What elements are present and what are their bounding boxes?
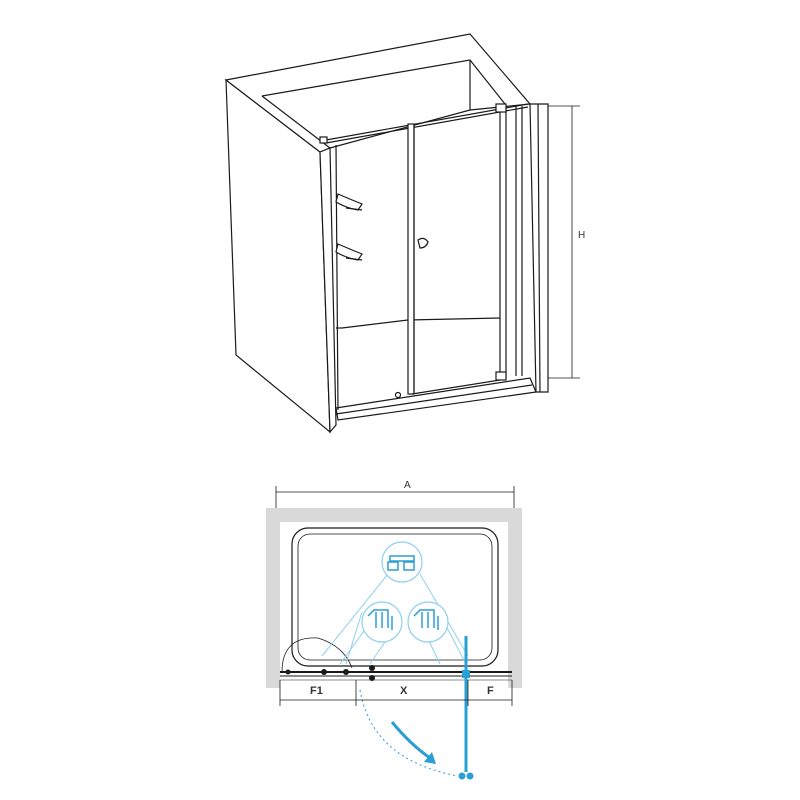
f-label: F (487, 685, 494, 697)
left-door-arc (281, 637, 353, 673)
x-label: X (400, 685, 408, 697)
plan-view: A (266, 480, 522, 780)
door-frame-center (407, 123, 415, 395)
plan-back-wall (266, 508, 522, 522)
shelf-lower (335, 243, 363, 261)
perspective-view (224, 33, 580, 434)
glass-clamp-detail-icon (361, 601, 403, 643)
hinge-detail-icon (381, 541, 423, 583)
hinge-top (495, 103, 507, 113)
plan-left-wall (266, 508, 280, 688)
door-swing-path (359, 689, 459, 777)
f1-label: F1 (310, 685, 323, 697)
glass-clamp-detail-icon-2 (407, 601, 449, 643)
height-label: H (578, 230, 585, 241)
hinge-bottom (495, 371, 507, 381)
door-handle-icon (417, 237, 429, 249)
plan-right-wall (508, 508, 522, 688)
shelf-upper (335, 193, 363, 211)
plan-tray (291, 527, 499, 667)
width-label: A (404, 480, 411, 491)
door-swing-arrow-icon (390, 721, 431, 760)
